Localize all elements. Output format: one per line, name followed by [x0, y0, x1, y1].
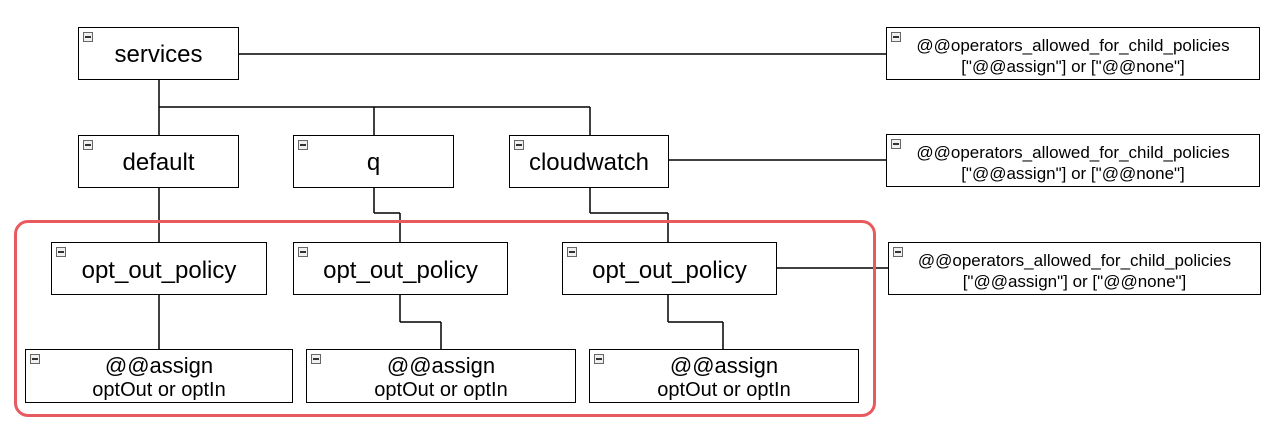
note-line-1: @@operators_allowed_for_child_policies [916, 36, 1230, 55]
collapse-icon[interactable] [83, 32, 93, 42]
leaf-assign-q[interactable]: @@assign optOut or optIn [306, 349, 576, 403]
node-q[interactable]: q [293, 135, 454, 188]
note-line-1: @@operators_allowed_for_child_policies [916, 143, 1230, 162]
node-label: opt_out_policy [81, 257, 237, 284]
node-opt-out-policy-q[interactable]: opt_out_policy [293, 242, 508, 295]
collapse-icon[interactable] [567, 247, 577, 257]
collapse-icon[interactable] [311, 354, 321, 364]
node-label: default [122, 149, 195, 176]
collapse-icon[interactable] [298, 247, 308, 257]
collapse-icon[interactable] [298, 140, 308, 150]
highlight-frame [14, 220, 876, 417]
collapse-icon[interactable] [30, 354, 40, 364]
leaf-operator: @@assign [669, 353, 779, 378]
node-label: opt_out_policy [592, 257, 747, 284]
note-operators-cloudwatch: @@operators_allowed_for_child_policies [… [886, 134, 1260, 187]
leaf-assign-default[interactable]: @@assign optOut or optIn [25, 349, 293, 403]
collapse-icon[interactable] [891, 139, 901, 149]
note-line-1: @@operators_allowed_for_child_policies [917, 251, 1232, 270]
node-label: opt_out_policy [323, 257, 478, 284]
note-line-2: ["@@assign"] or ["@@none"] [961, 164, 1185, 183]
node-label: services [114, 41, 203, 68]
collapse-icon[interactable] [891, 32, 901, 42]
node-services[interactable]: services [78, 27, 239, 80]
leaf-operator: @@assign [386, 353, 496, 378]
collapse-icon[interactable] [594, 354, 604, 364]
leaf-operator: @@assign [104, 353, 214, 378]
node-label: cloudwatch [528, 149, 650, 176]
leaf-value: optOut or optIn [657, 379, 791, 401]
collapse-icon[interactable] [83, 140, 93, 150]
leaf-assign-cloudwatch[interactable]: @@assign optOut or optIn [589, 349, 859, 403]
node-opt-out-policy-cloudwatch[interactable]: opt_out_policy [562, 242, 777, 295]
collapse-icon[interactable] [56, 247, 66, 257]
node-default[interactable]: default [78, 135, 239, 188]
node-opt-out-policy-default[interactable]: opt_out_policy [51, 242, 267, 295]
leaf-value: optOut or optIn [374, 379, 508, 401]
note-operators-opt-out-policy: @@operators_allowed_for_child_policies [… [888, 242, 1261, 295]
note-line-2: ["@@assign"] or ["@@none"] [961, 57, 1185, 76]
note-line-2: ["@@assign"] or ["@@none"] [962, 272, 1187, 291]
note-operators-services: @@operators_allowed_for_child_policies [… [886, 27, 1260, 80]
leaf-value: optOut or optIn [92, 379, 226, 401]
collapse-icon[interactable] [893, 247, 903, 257]
node-label: q [366, 149, 381, 176]
node-cloudwatch[interactable]: cloudwatch [509, 135, 669, 188]
collapse-icon[interactable] [514, 140, 524, 150]
